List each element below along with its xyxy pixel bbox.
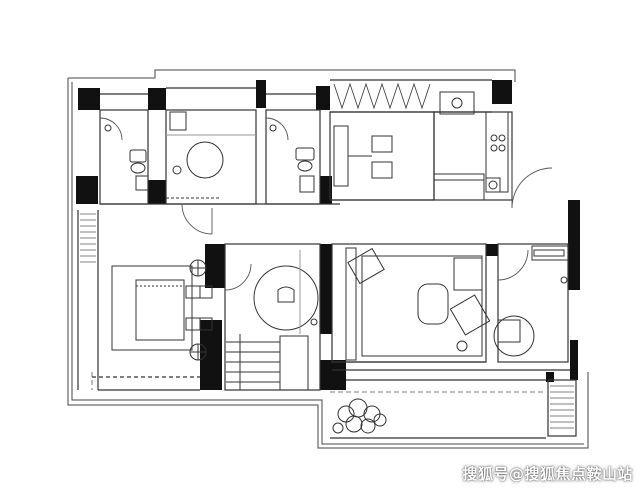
balcony-plants (332, 398, 387, 434)
outer-outline (67, 69, 589, 449)
living-furniture (345, 247, 491, 361)
door-swing-icon (99, 117, 553, 291)
dining-cabinet-hatch (333, 82, 431, 110)
structural-walls (76, 80, 580, 390)
bed-icon (111, 265, 213, 351)
armchair-icon (347, 247, 385, 285)
stove-icon (485, 134, 506, 193)
toilet-icon (129, 147, 315, 174)
bedroom-right-furniture (493, 245, 569, 357)
watermark-text: 搜狐号@搜狐焦点鞍山站 (462, 465, 633, 483)
interior-walls (77, 79, 577, 439)
balcony-storage-hatch (550, 385, 574, 429)
shower-icon (104, 124, 315, 193)
dining-table (333, 125, 393, 187)
bottom-dashed-lines (91, 372, 546, 393)
wardrobe-hatch (80, 213, 96, 263)
washroom-fixtures (166, 111, 256, 199)
study-furniture (226, 250, 319, 391)
plant-icon (189, 259, 207, 361)
